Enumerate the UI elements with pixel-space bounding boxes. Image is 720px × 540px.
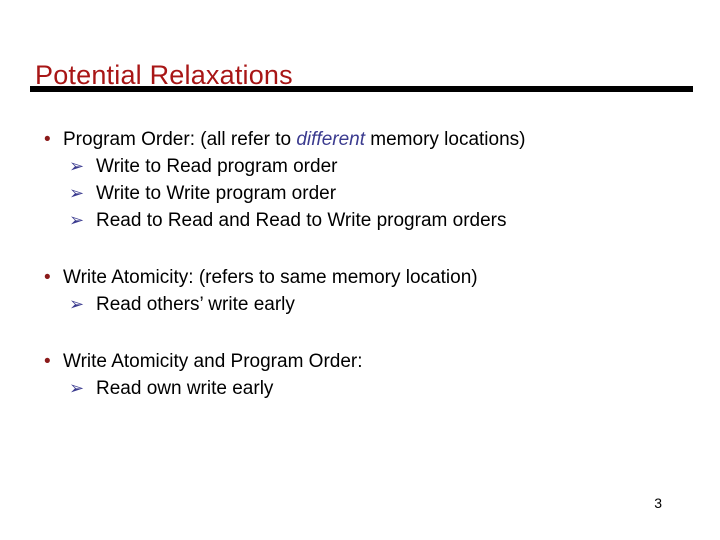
slide-body: •Program Order: (all refer to different … xyxy=(0,126,720,402)
sub-bullet-item: ➢ Write to Read program order xyxy=(0,153,720,180)
arrowhead-bullet-icon: ➢ xyxy=(69,378,85,398)
bullet-item: •Program Order: (all refer to different … xyxy=(0,126,720,153)
sub-bullet-item: ➢ Read own write early xyxy=(0,375,720,402)
page-number: 3 xyxy=(654,495,662,511)
sub-bullet-text: Read others’ write early xyxy=(96,294,295,315)
sub-bullet-item: ➢ Write to Write program order xyxy=(0,180,720,207)
bullet-group: • Write Atomicity: (refers to same memory… xyxy=(0,264,720,318)
emphasis-text: different xyxy=(296,129,365,150)
bullet-item: • Write Atomicity: (refers to same memory… xyxy=(0,264,720,291)
title-divider-rule xyxy=(30,86,693,92)
bullet-text-before: Write Atomicity: (refers to same memory … xyxy=(63,267,478,288)
sub-bullet-text: Write to Write program order xyxy=(96,183,337,204)
arrowhead-bullet-icon: ➢ xyxy=(69,183,85,203)
bullet-item: • Write Atomicity and Program Order: xyxy=(0,348,720,375)
sub-bullet-text: Read own write early xyxy=(96,378,274,399)
round-bullet-icon: • xyxy=(44,267,51,288)
round-bullet-icon: • xyxy=(44,129,51,150)
arrowhead-bullet-icon: ➢ xyxy=(69,210,85,230)
round-bullet-icon: • xyxy=(44,351,51,372)
sub-bullet-text: Read to Read and Read to Write program o… xyxy=(96,210,507,231)
sub-bullet-text: Write to Read program order xyxy=(96,156,338,177)
bullet-text-before: Program Order: (all refer to xyxy=(63,129,297,150)
bullet-text-before: Write Atomicity and Program Order: xyxy=(63,351,363,372)
bullet-group: •Program Order: (all refer to different … xyxy=(0,126,720,234)
arrowhead-bullet-icon: ➢ xyxy=(69,294,85,314)
sub-bullet-item: ➢ Read others’ write early xyxy=(0,291,720,318)
arrowhead-bullet-icon: ➢ xyxy=(69,156,85,176)
bullet-text-after: memory locations) xyxy=(365,129,526,150)
bullet-group: • Write Atomicity and Program Order: ➢ Rea… xyxy=(0,348,720,402)
sub-bullet-item: ➢ Read to Read and Read to Write program … xyxy=(0,207,720,234)
page-title: Potential Relaxations xyxy=(35,60,293,91)
